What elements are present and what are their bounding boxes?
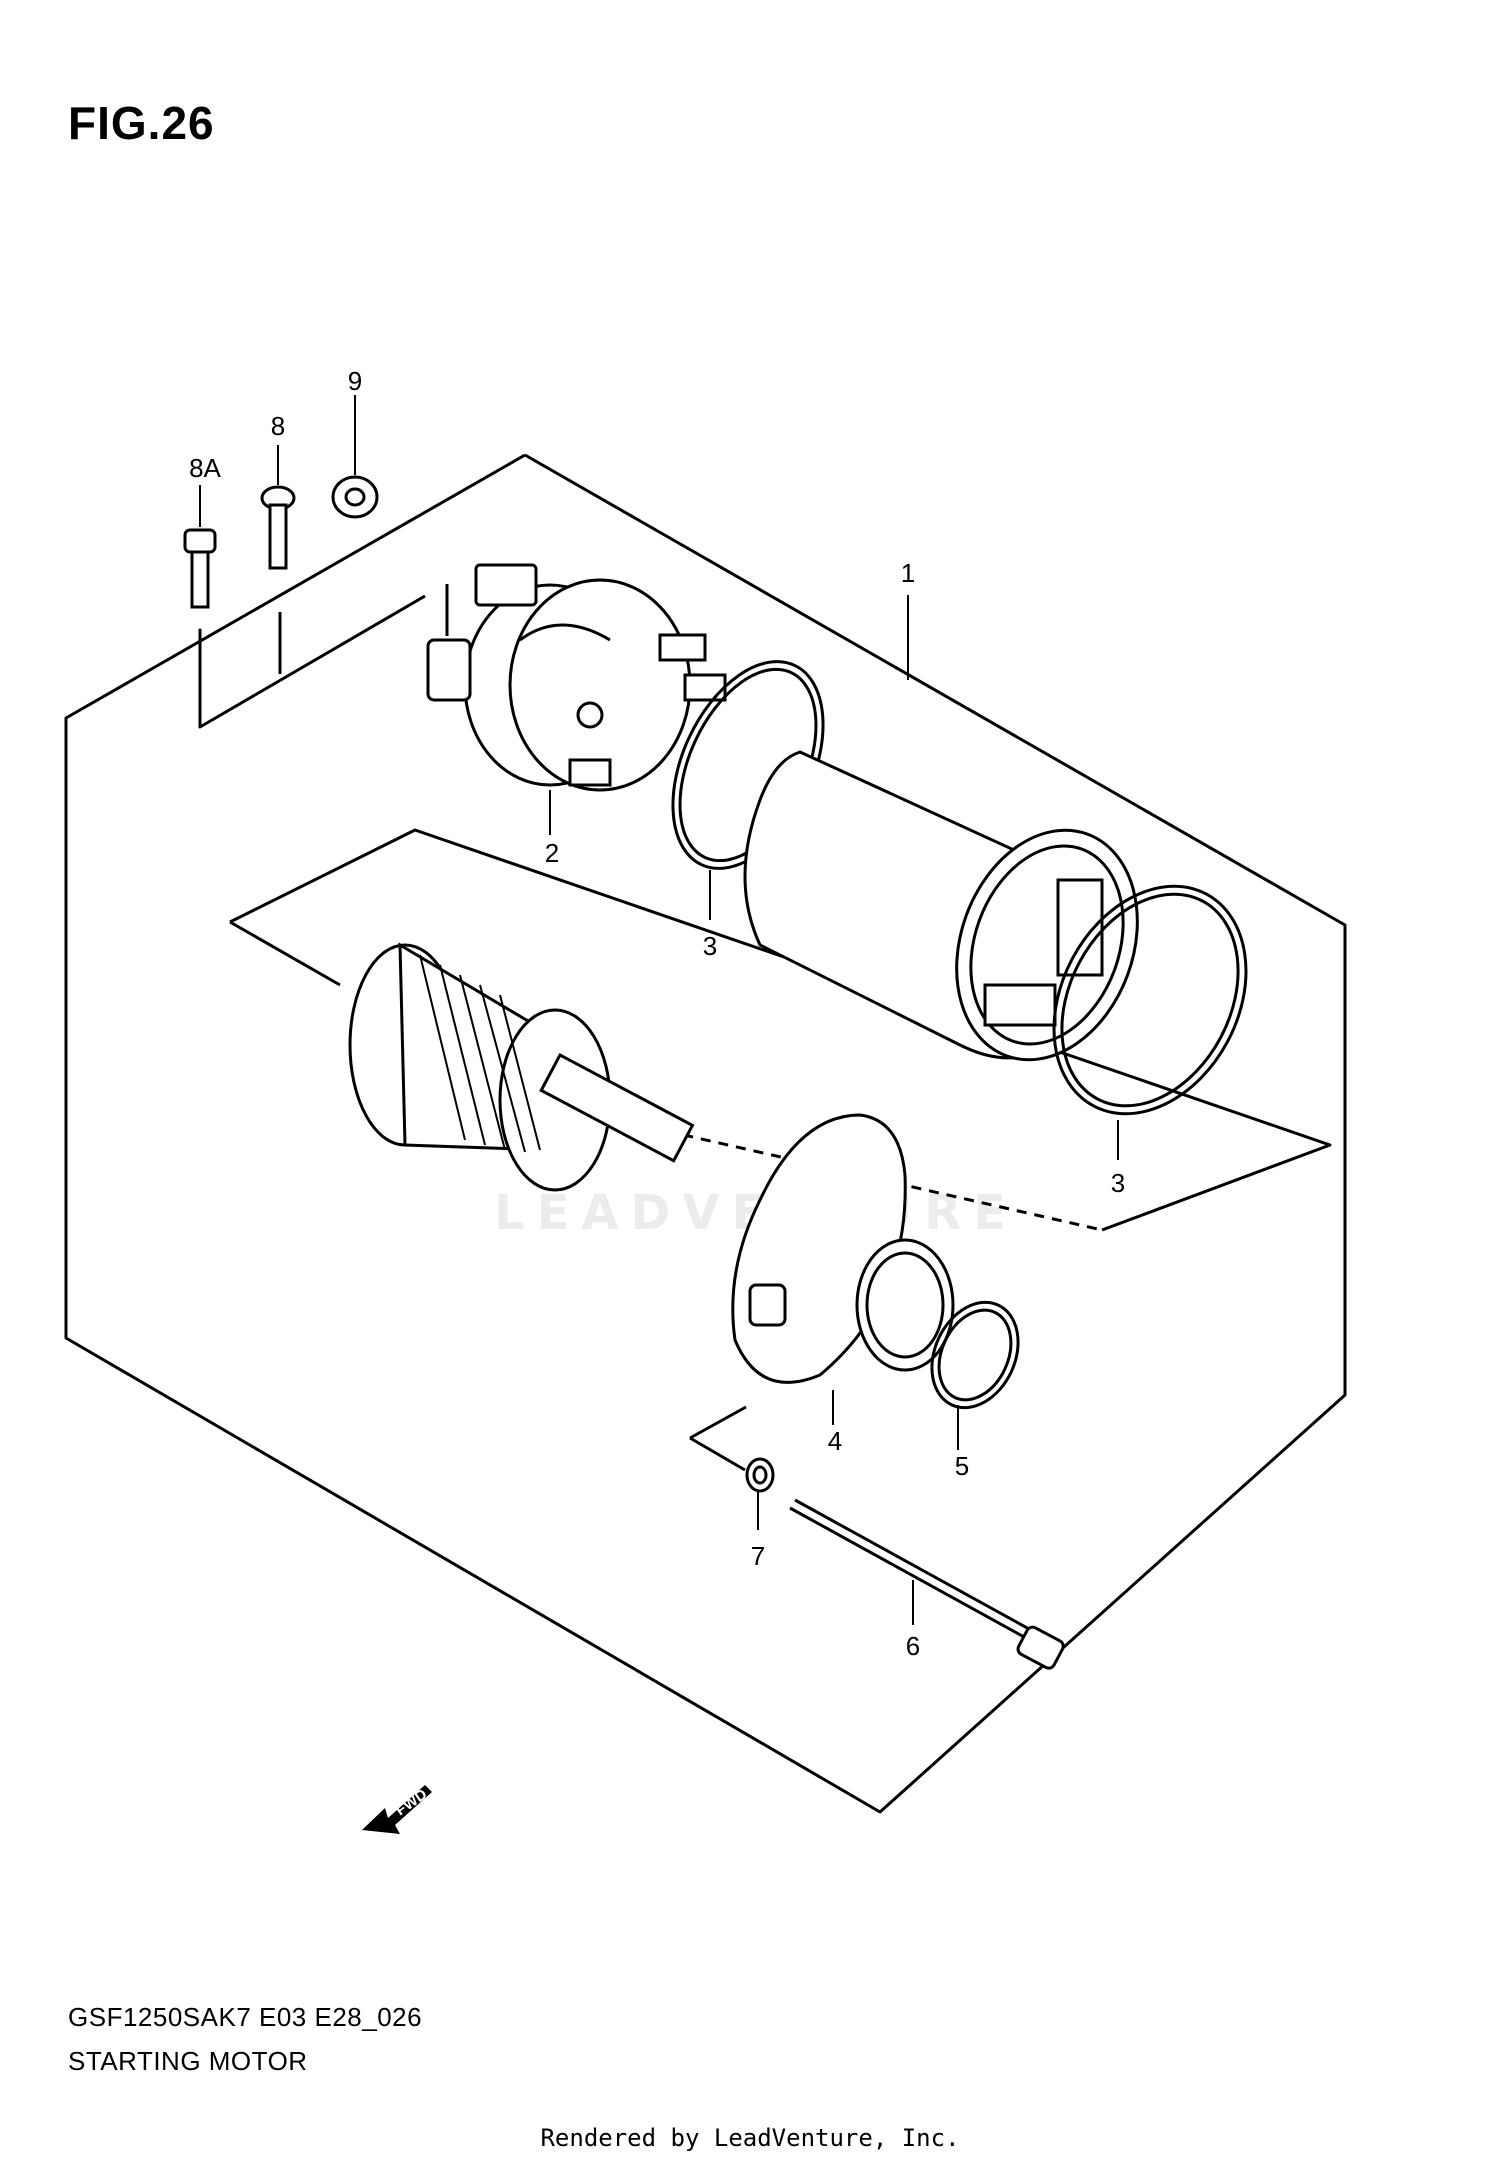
callout-5: 5 [955, 1451, 969, 1481]
part-washer [745, 1457, 775, 1493]
callout-8a: 8A [189, 453, 221, 483]
part-nut-9 [331, 475, 379, 519]
callout-6: 6 [906, 1631, 920, 1661]
bolt-reference-bracket [198, 594, 426, 729]
callout-2: 2 [545, 838, 559, 868]
part-yoke-housing [743, 750, 1139, 1062]
part-screw-8 [260, 485, 296, 570]
fwd-arrow-icon: FWD [362, 1785, 432, 1834]
part-bolt-8a [183, 528, 217, 609]
part-brush-holder [426, 563, 727, 792]
part-o-ring-lower [1052, 884, 1248, 1116]
part-front-cover [731, 1113, 955, 1384]
callout-8: 8 [271, 411, 285, 441]
callout-3-lower: 3 [1111, 1168, 1125, 1198]
part-o-ring-small [930, 1300, 1020, 1410]
callout-4: 4 [828, 1426, 842, 1456]
callout-7: 7 [751, 1541, 765, 1571]
part-through-bolt [789, 1498, 1065, 1670]
figure-title: FIG.26 [68, 97, 215, 149]
model-code: GSF1250SAK7 E03 E28_026 [68, 2002, 423, 2032]
assembly-name: STARTING MOTOR [68, 2046, 308, 2076]
assembly-outline [64, 453, 1347, 1814]
callout-1: 1 [901, 558, 915, 588]
part-armature [348, 942, 695, 1192]
callout-3-upper: 3 [703, 931, 717, 961]
callout-9: 9 [348, 366, 362, 396]
rendered-by-credit: Rendered by LeadVenture, Inc. [540, 2124, 960, 2152]
